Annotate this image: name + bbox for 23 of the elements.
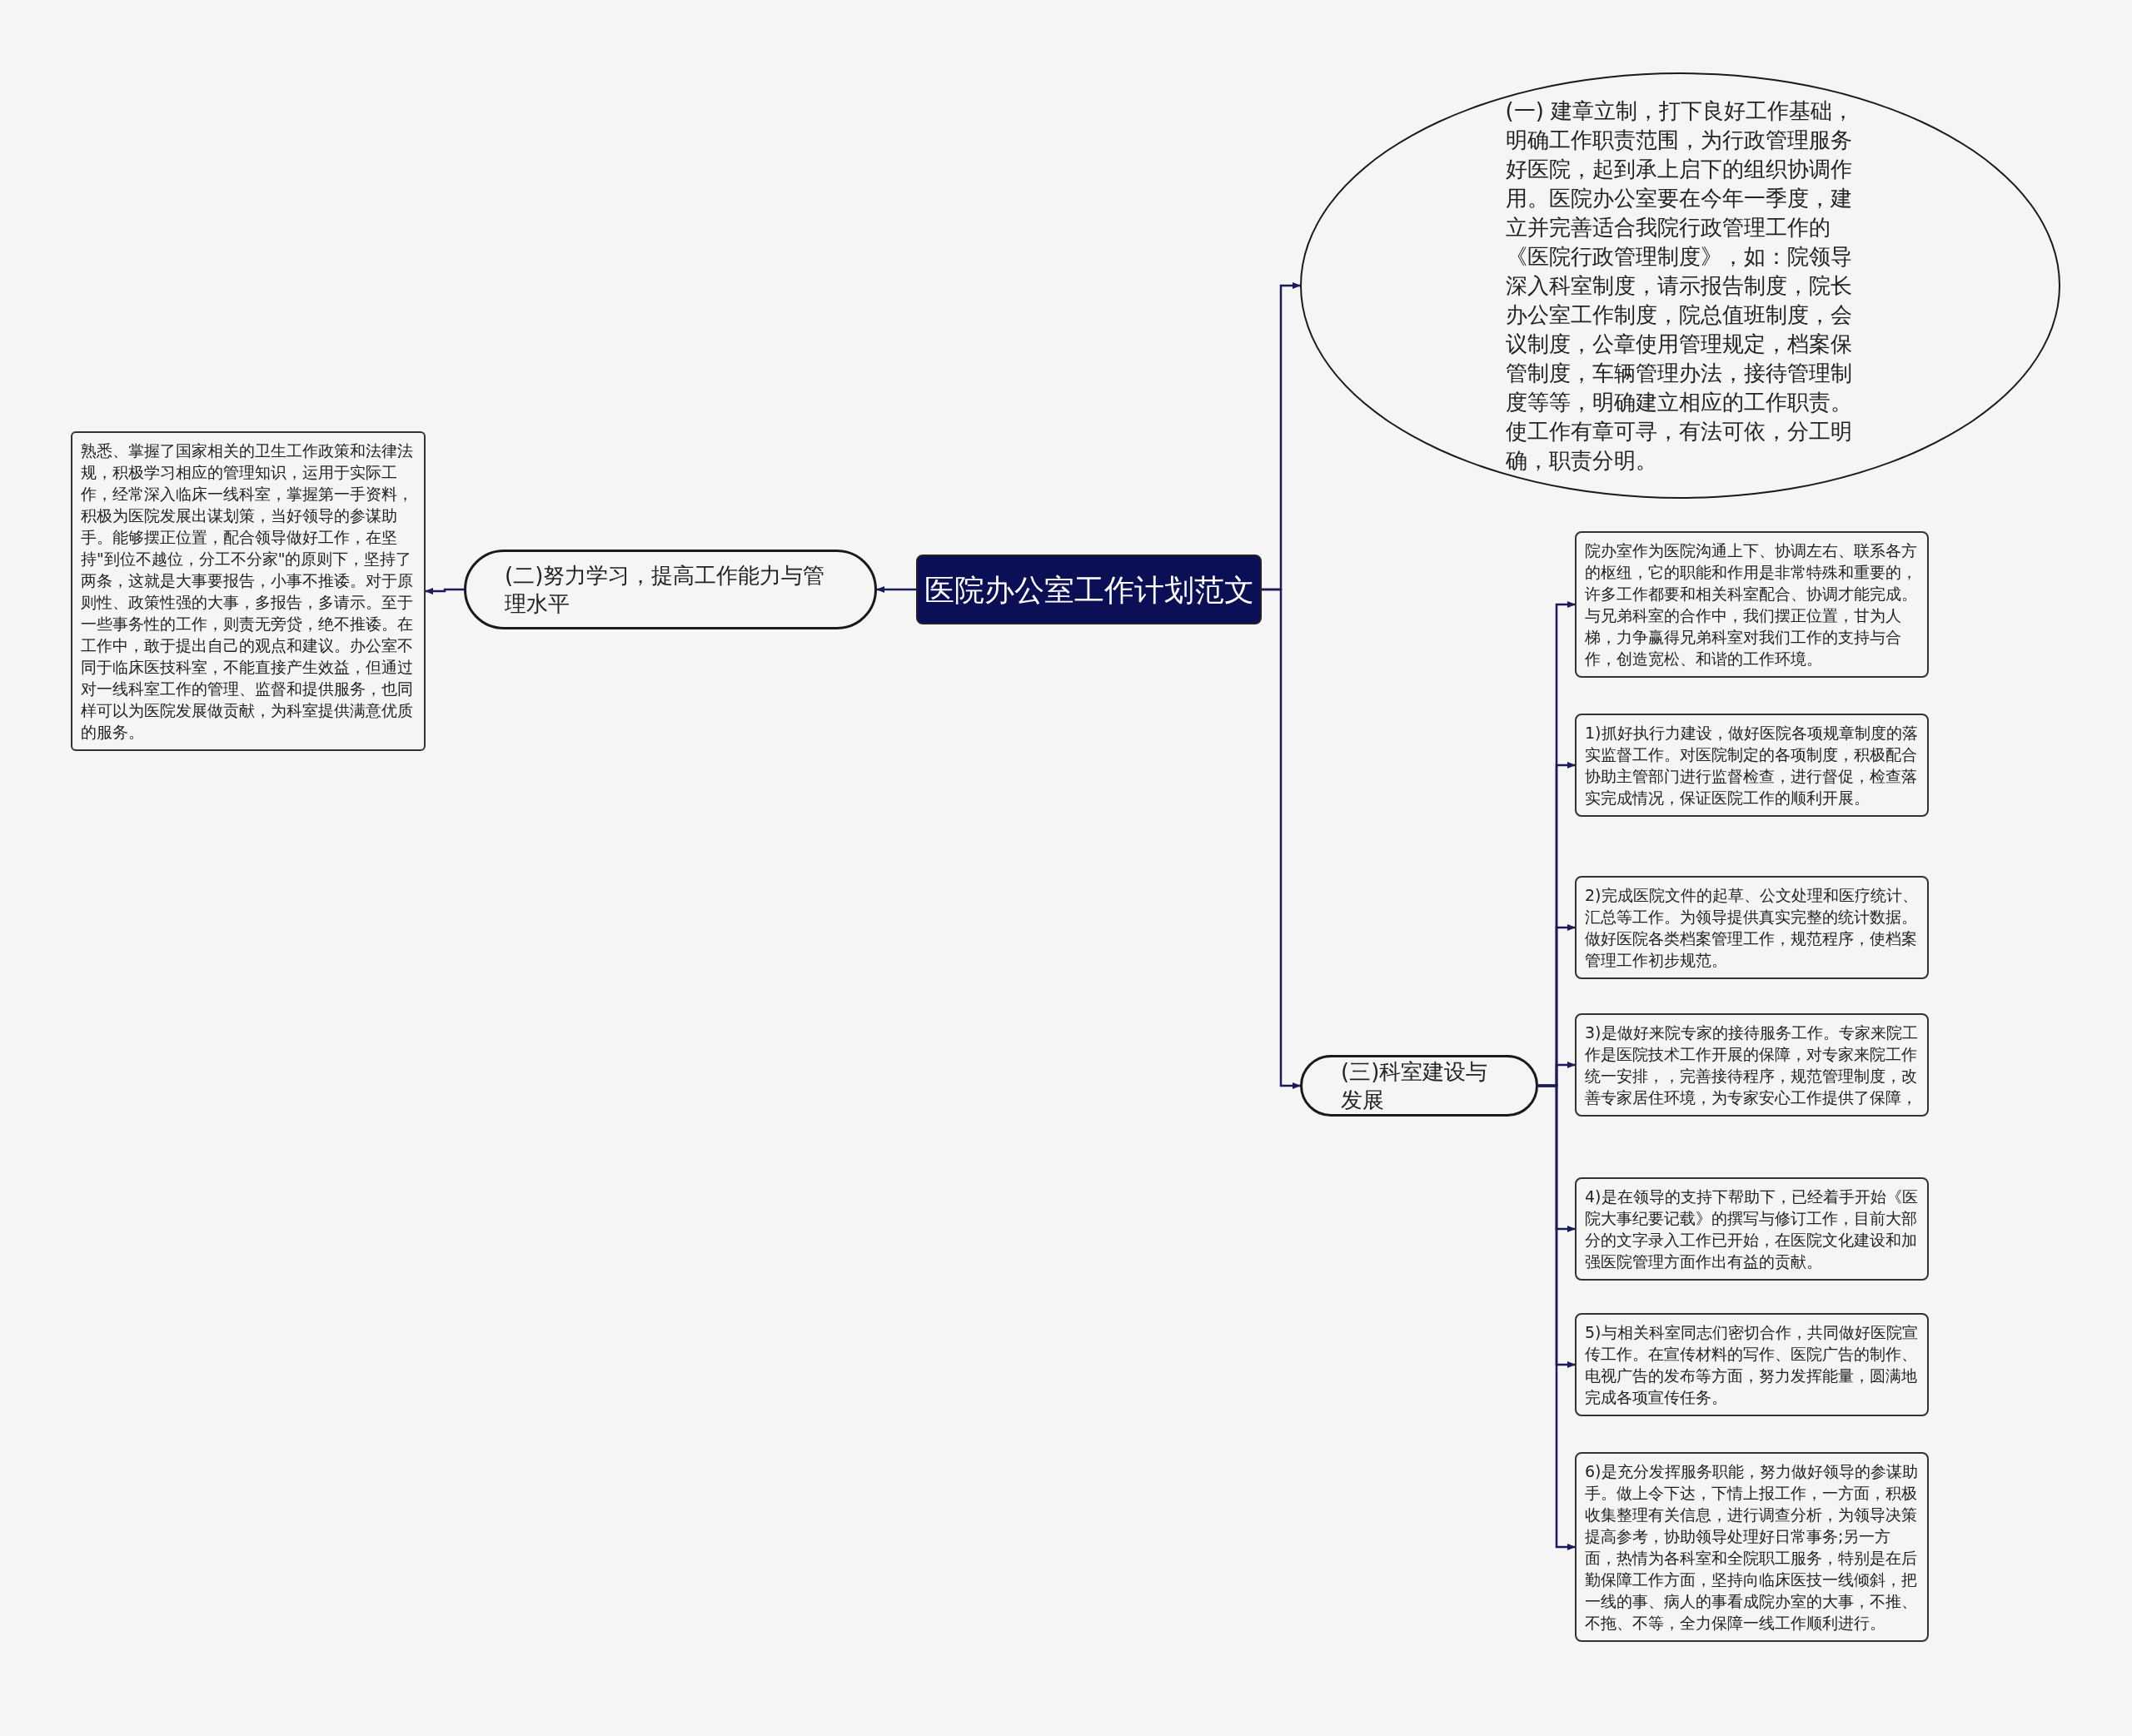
node-text: 6)是充分发挥服务职能，努力做好领导的参谋助手。做上令下达，下情上报工作，一方面，积极收集整理有关信息，进行调查分析，为领导决策提高参考，协助领导处理好日常事务;另一方面，热情为各科室和全院职工服务，特别是在后勤保障工作方面，坚持向临床医技一线倾斜，把一线的事、病人的事看成院办室的大事，不推、不拖、不等，全力保障一线工作顺利进行。 bbox=[1585, 1461, 1919, 1634]
node-text: 医院办公室工作计划范文 bbox=[924, 571, 1254, 609]
note-card bbox=[1575, 531, 1929, 678]
node-text: 3)是做好来院专家的接待服务工作。专家来院工作是医院技术工作开展的保障，对专家来院工作统一安排，，完善接待程序，规范管理制度，改善专家居住环境，为专家安心工作提供了保障， bbox=[1585, 1022, 1919, 1108]
node-text: 4)是在领导的支持下帮助下，已经着手开始《医院大事纪要记载》的撰写与修订工作，目前大部分的文字录入工作已开始，在医院文化建设和加强医院管理方面作出有益的贡献。 bbox=[1585, 1186, 1919, 1272]
node-text: 1)抓好执行力建设，做好医院各项规章制度的落实监督工作。对医院制定的各项制度，积极配合协助主管部门进行监督检查，进行督促，检查落实完成情况，保证医院工作的顺利开展。 bbox=[1585, 723, 1919, 808]
node-text: 熟悉、掌握了国家相关的卫生工作政策和法律法规，积极学习相应的管理知识，运用于实际工作，经常深入临床一线科室，掌握第一手资料，积极为医院发展出谋划策，当好领导的参谋助手。能够摆正位置，配合领导做好工作，在坚持"到位不越位，分工不分家"的原则下，坚持了两条，这就是大事要报告，小事不推诿。对于原则性、政策性强的大事，多报告，多请示。至于一些事务性的工作，则责无旁贷，绝不推诿。在工作中，敢于提出自己的观点和建议。办公室不同于临床医技科室，不能直接产生效益，但通过对一线科室工作的管理、监督和提供服务，也同样可以为医院发展做贡献，为科室提供满意优质的服务。 bbox=[81, 440, 414, 743]
note-card bbox=[1575, 1177, 1929, 1281]
root-topic-box bbox=[916, 555, 1262, 624]
note-card bbox=[1575, 1013, 1929, 1117]
connector-arrow bbox=[1262, 588, 1301, 1089]
connector-arrow bbox=[425, 588, 464, 594]
note-card bbox=[1575, 714, 1929, 817]
node-text: 2)完成医院文件的起草、公文处理和医疗统计、汇总等工作。为领导提供真实完整的统计数据。做好医院各类档案管理工作，规范程序，使档案管理工作初步规范。 bbox=[1585, 885, 1919, 971]
node-text: 院办室作为医院沟通上下、协调左右、联系各方的枢纽，它的职能和作用是非常特殊和重要的，许多工作都要和相关科室配合、协调才能完成。与兄弟科室的合作中，我们摆正位置，甘为人梯，力争赢得兄弟科室对我们工作的支持与合作，创造宽松、和谐的工作环境。 bbox=[1585, 540, 1918, 669]
node-text: (二)努力学习，提高工作能力与管理水平 bbox=[505, 562, 826, 618]
node-text: (三)科室建设与发展 bbox=[1341, 1058, 1489, 1114]
node-text: (一) 建章立制，打下良好工作基础，明确工作职责范围，为行政管理服务好医院，起到承上启下的组织协调作用。医院办公室要在今年一季度，建立并完善适合我院行政管理工作的《医院行政管理制度》，如：院领导深入科室制度，请示报告制度，院长办公室工作制度，院总值班制度，会议制度，公章使用管理规定，档案保管制度，车辆管理办法，接待管理制度等等，明确建立相应的工作职责。使工作有章可寻，有法可依，分工明确，职责分明。 bbox=[1505, 97, 1856, 475]
note-card bbox=[1575, 1313, 1929, 1416]
connector-arrow bbox=[1538, 1084, 1576, 1550]
connector-arrow bbox=[876, 586, 916, 593]
note-card bbox=[1575, 876, 1929, 979]
node-text: 5)与相关科室同志们密切合作，共同做好医院宣传工作。在宣传材料的写作、医院广告的制作、电视广告的发布等方面，努力发挥能量，圆满地完成各项宣传任务。 bbox=[1585, 1322, 1919, 1408]
